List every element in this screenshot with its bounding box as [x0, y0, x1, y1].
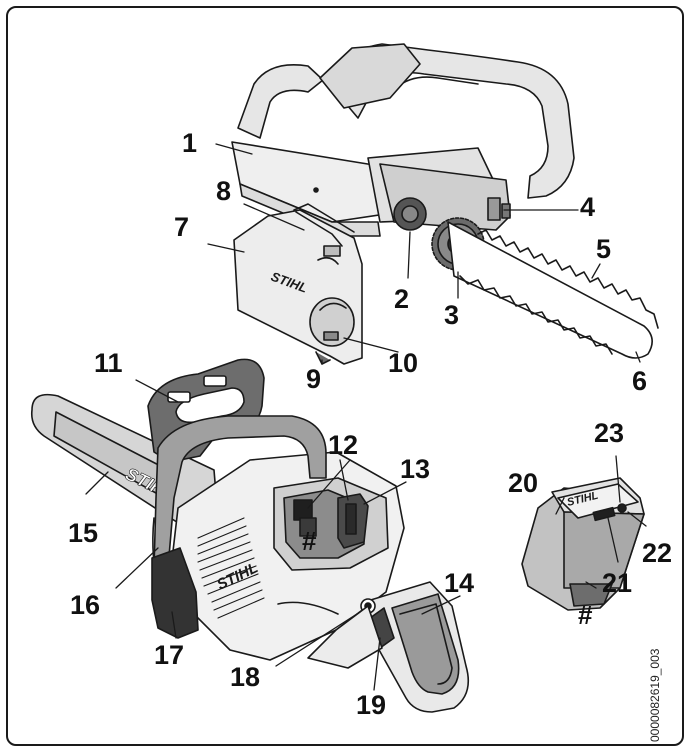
callout-9: 9: [306, 364, 322, 394]
callout-17: 17: [154, 640, 185, 670]
battery-pack: STIHL: [521, 477, 645, 611]
callout-3: 3: [444, 300, 460, 330]
callout-12: 12: [328, 430, 359, 460]
chainsaw-left-view: [231, 43, 659, 359]
callout-6: 6: [632, 366, 648, 396]
leader-lines: [85, 143, 647, 691]
callout-hash-compartment: #: [302, 526, 317, 556]
callout-11: 11: [94, 348, 123, 378]
callout-2: 2: [394, 284, 410, 314]
callout-13: 13: [400, 454, 431, 484]
callout-1: 1: [182, 128, 198, 158]
callout-7: 7: [174, 212, 190, 242]
callout-4: 4: [580, 192, 596, 222]
callout-5: 5: [596, 234, 612, 264]
callout-19: 19: [356, 690, 387, 720]
document-reference: 0000082619_003: [648, 648, 662, 742]
chainsaw-parts-illustration: STIHL STIHL STIHL: [30, 43, 659, 713]
callout-20: 20: [508, 468, 539, 498]
callout-hash-battery: #: [578, 600, 593, 630]
callout-23: 23: [594, 418, 625, 448]
callout-18: 18: [230, 662, 261, 692]
callout-21: 21: [602, 568, 633, 598]
callout-16: 16: [70, 590, 101, 620]
callout-15: 15: [68, 518, 99, 548]
callout-22: 22: [642, 538, 673, 568]
chainsaw-right-view: STIHL STIHL: [30, 358, 470, 713]
callout-10: 10: [388, 348, 419, 378]
diagram-frame: STIHL STIHL STIHL: [6, 6, 684, 746]
sprocket-cover: STIHL: [233, 203, 363, 365]
callout-8: 8: [216, 176, 232, 206]
callout-14: 14: [444, 568, 475, 598]
